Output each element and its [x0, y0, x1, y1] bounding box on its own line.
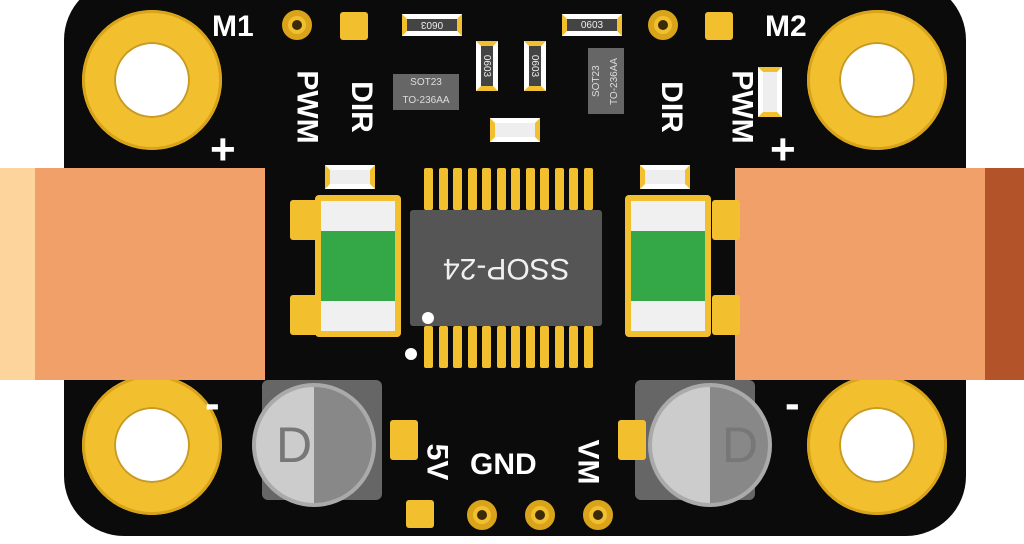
- inductor: [625, 195, 711, 337]
- ic-pin: [424, 326, 433, 368]
- ic-label: SSOP-24: [442, 252, 570, 285]
- terminal-pad: [290, 200, 318, 240]
- vm-pad: [583, 500, 613, 530]
- pin1-dot: [422, 312, 434, 324]
- minus-left: -: [205, 379, 220, 428]
- terminal-block-m2: [735, 168, 1024, 380]
- ic-pin: [453, 168, 462, 210]
- 5v-pad: [406, 500, 434, 528]
- ic-pin: [467, 168, 477, 210]
- m2-label: M2: [765, 10, 807, 43]
- pwm-pad: [705, 12, 733, 40]
- minus-right: -: [785, 379, 800, 428]
- ic-pin: [554, 326, 564, 368]
- ic-pin: [569, 326, 578, 368]
- ic-pin: [583, 168, 593, 210]
- mounting-hole: [807, 10, 947, 150]
- terminal-block-m1: [0, 168, 265, 380]
- ic-pin: [511, 326, 520, 368]
- ic-pin: [525, 168, 535, 210]
- dir-right-label: DIR: [654, 81, 688, 133]
- capacitor-smd: [758, 67, 782, 117]
- sot-label: SOT23: [410, 77, 442, 88]
- mounting-hole: [82, 375, 222, 515]
- ic-pin: [540, 326, 549, 368]
- dir-pad: [648, 10, 678, 40]
- ic-pin: [438, 168, 448, 210]
- terminal-pad: [712, 200, 740, 240]
- capacitor-smd: [640, 165, 690, 189]
- ic-pin: [525, 326, 535, 368]
- ic-pin: [482, 168, 491, 210]
- dir-pad: [340, 12, 368, 40]
- pin1-dot: [405, 348, 417, 360]
- sot-label: SOT23: [591, 65, 602, 97]
- gnd-label: GND: [470, 448, 537, 481]
- resistor-0603: 0603: [476, 41, 498, 91]
- dir-left-label: DIR: [344, 81, 378, 133]
- pwm-right-label: PWM: [725, 70, 759, 144]
- plus-left: +: [210, 125, 236, 174]
- ic-pin: [482, 326, 491, 368]
- mounting-hole: [82, 10, 222, 150]
- ic-pin: [511, 168, 520, 210]
- ic-pin: [554, 168, 564, 210]
- sot-package-label: TO-236AA: [402, 95, 450, 106]
- ic-pin: [496, 168, 506, 210]
- terminal-face: [0, 168, 35, 380]
- ic-pin: [569, 168, 578, 210]
- electrolytic-capacitor: D: [252, 383, 376, 507]
- ic-pin: [438, 326, 448, 368]
- terminal-face: [985, 168, 1024, 380]
- gnd-pad: [467, 500, 497, 530]
- capacitor-smd: [490, 118, 540, 142]
- pwm-left-label: PWM: [290, 70, 324, 144]
- plus-right: +: [770, 125, 796, 174]
- capacitor-smd: [325, 165, 375, 189]
- mounting-hole: [807, 375, 947, 515]
- ic-pin: [453, 326, 462, 368]
- inductor: [315, 195, 401, 337]
- resistor-0603: 0603: [524, 41, 546, 91]
- gnd-pad: [525, 500, 555, 530]
- electrolytic-capacitor: D: [648, 383, 772, 507]
- resistor-0603: 0603: [562, 14, 622, 36]
- pwm-pad: [282, 10, 312, 40]
- m1-label: M1: [212, 10, 254, 43]
- capacitor-pad: [390, 420, 418, 460]
- capacitor-mark: D: [721, 417, 759, 473]
- 5v-label: 5V: [420, 443, 454, 481]
- capacitor-pad: [618, 420, 646, 460]
- terminal-pad: [290, 295, 318, 335]
- vm-label: VM: [571, 439, 605, 485]
- ssop24-ic: SSOP-24: [410, 210, 602, 326]
- capacitor-mark: D: [275, 417, 313, 473]
- terminal-pad: [712, 295, 740, 335]
- ic-pin: [583, 326, 593, 368]
- ic-pin: [496, 326, 506, 368]
- sot23-transistor: SOT23 TO-236AA: [588, 48, 624, 114]
- ic-pin: [540, 168, 549, 210]
- resistor-0603: 0603: [402, 14, 462, 36]
- sot-package-label: TO-236AA: [609, 57, 620, 105]
- ic-pin: [424, 168, 433, 210]
- ic-pin: [467, 326, 477, 368]
